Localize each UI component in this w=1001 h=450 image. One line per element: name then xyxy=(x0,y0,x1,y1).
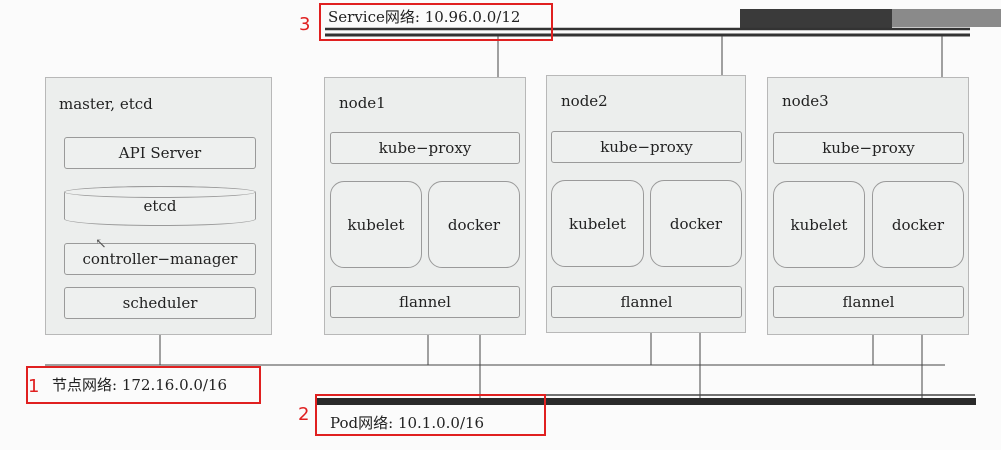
node-network-label: 节点网络: 172.16.0.0/16 xyxy=(52,376,228,394)
pod-network-line xyxy=(315,398,976,405)
docker: docker xyxy=(650,180,742,267)
node-title: node2 xyxy=(561,92,608,110)
pod-network-number: 2 xyxy=(298,404,310,425)
kube-proxy: kube−proxy xyxy=(330,132,520,164)
controller-manager: controller−manager xyxy=(64,243,256,275)
node-network-number: 1 xyxy=(28,376,40,397)
node2-host: node2 kube−proxy kubelet docker flannel xyxy=(546,75,746,333)
pod-network-highlight xyxy=(315,394,546,436)
flannel: flannel xyxy=(330,286,520,318)
node-title: node3 xyxy=(782,92,829,110)
master-host: master, etcd API Server etcd controller−… xyxy=(45,77,272,335)
dark-bar xyxy=(740,9,892,30)
node-network-highlight xyxy=(26,366,261,404)
master-title: master, etcd xyxy=(59,95,153,113)
flannel: flannel xyxy=(773,286,964,318)
docker: docker xyxy=(872,181,964,268)
scheduler: scheduler xyxy=(64,287,256,319)
service-network-label: Service网络: 10.96.0.0/12 xyxy=(328,8,521,26)
gray-bar xyxy=(892,9,1001,27)
etcd-cylinder: etcd xyxy=(64,186,256,226)
docker: docker xyxy=(428,181,520,268)
service-network-highlight xyxy=(319,3,553,41)
kubelet: kubelet xyxy=(551,180,644,267)
flannel: flannel xyxy=(551,286,742,318)
kube-proxy: kube−proxy xyxy=(551,131,742,163)
node-title: node1 xyxy=(339,94,386,112)
service-network-number: 3 xyxy=(299,14,311,35)
kube-proxy: kube−proxy xyxy=(773,132,964,164)
cylinder-top xyxy=(64,186,256,198)
kubelet: kubelet xyxy=(773,181,865,268)
pod-network-label: Pod网络: 10.1.0.0/16 xyxy=(330,414,485,432)
node3-host: node3 kube−proxy kubelet docker flannel xyxy=(767,77,969,335)
kubelet: kubelet xyxy=(330,181,422,268)
api-server: API Server xyxy=(64,137,256,169)
mouse-cursor-icon: ↖ xyxy=(95,236,107,252)
node1-host: node1 kube−proxy kubelet docker flannel xyxy=(324,77,526,335)
